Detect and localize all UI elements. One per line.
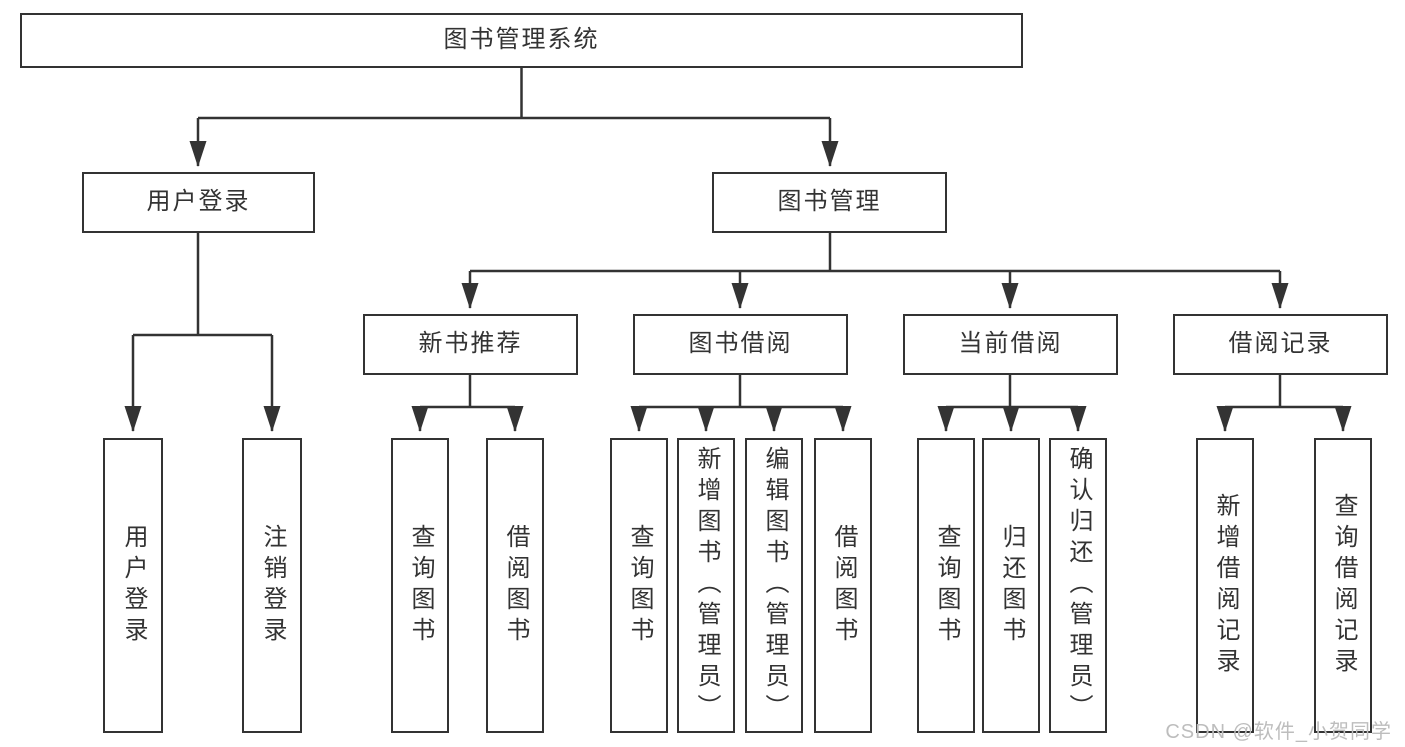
leaf-borrow-query-books: 查询图书 bbox=[610, 438, 668, 733]
leaf-recommend-borrow-books: 借阅图书 bbox=[486, 438, 544, 733]
leaf-borrow-edit-books-admin: 编辑图书（管理员） bbox=[745, 438, 803, 733]
leaf-records-add-record-label: 新增借阅记录 bbox=[1212, 492, 1239, 679]
leaf-current-return-books: 归还图书 bbox=[982, 438, 1040, 733]
leaf-logout: 注销登录 bbox=[242, 438, 302, 733]
leaf-current-confirm-return-admin: 确认归还（管理员） bbox=[1049, 438, 1107, 733]
node-book-borrow: 图书借阅 bbox=[633, 314, 848, 375]
node-book-management: 图书管理 bbox=[712, 172, 947, 233]
node-user-login: 用户登录 bbox=[82, 172, 315, 233]
node-current-borrow-label: 当前借阅 bbox=[958, 330, 1063, 358]
leaf-records-query-record: 查询借阅记录 bbox=[1314, 438, 1372, 733]
leaf-user-login: 用户登录 bbox=[103, 438, 163, 733]
node-book-management-label: 图书管理 bbox=[777, 188, 882, 216]
leaf-records-add-record: 新增借阅记录 bbox=[1196, 438, 1254, 733]
leaf-logout-label: 注销登录 bbox=[259, 523, 286, 648]
node-new-book-recommend-label: 新书推荐 bbox=[418, 330, 523, 358]
csdn-watermark: CSDN @软件_小贺同学 bbox=[1165, 721, 1392, 743]
leaf-current-query-books-label: 查询图书 bbox=[933, 523, 960, 648]
leaf-borrow-add-books-admin: 新增图书（管理员） bbox=[677, 438, 735, 733]
leaf-borrow-borrow-books: 借阅图书 bbox=[814, 438, 872, 733]
leaf-records-query-record-label: 查询借阅记录 bbox=[1330, 492, 1357, 679]
leaf-borrow-edit-books-admin-label: 编辑图书（管理员） bbox=[761, 446, 788, 725]
leaf-current-query-books: 查询图书 bbox=[917, 438, 975, 733]
node-book-borrow-label: 图书借阅 bbox=[688, 330, 793, 358]
leaf-borrow-add-books-admin-label: 新增图书（管理员） bbox=[693, 446, 720, 725]
leaf-recommend-query-books-label: 查询图书 bbox=[407, 523, 434, 648]
leaf-current-confirm-return-admin-label: 确认归还（管理员） bbox=[1065, 446, 1092, 725]
node-root-label: 图书管理系统 bbox=[443, 26, 600, 54]
node-current-borrow: 当前借阅 bbox=[903, 314, 1118, 375]
node-root: 图书管理系统 bbox=[20, 13, 1023, 68]
node-user-login-label: 用户登录 bbox=[146, 188, 251, 216]
node-new-book-recommend: 新书推荐 bbox=[363, 314, 578, 375]
node-borrow-records-label: 借阅记录 bbox=[1228, 330, 1333, 358]
node-borrow-records: 借阅记录 bbox=[1173, 314, 1388, 375]
leaf-recommend-query-books: 查询图书 bbox=[391, 438, 449, 733]
leaf-borrow-query-books-label: 查询图书 bbox=[626, 523, 653, 648]
leaf-borrow-borrow-books-label: 借阅图书 bbox=[830, 523, 857, 648]
leaf-current-return-books-label: 归还图书 bbox=[998, 523, 1025, 648]
leaf-user-login-label: 用户登录 bbox=[120, 523, 147, 648]
leaf-recommend-borrow-books-label: 借阅图书 bbox=[502, 523, 529, 648]
